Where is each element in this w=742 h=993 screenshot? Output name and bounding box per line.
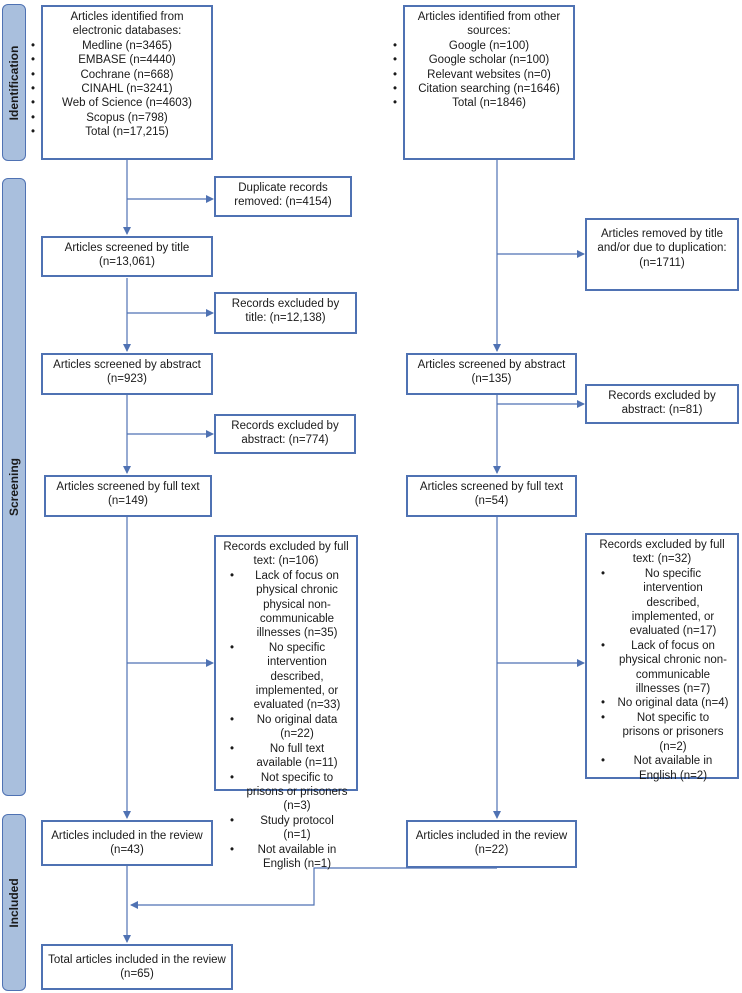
box-r-excluded-abstract: Records excluded by abstract: (n=81) (585, 384, 739, 424)
list-item: CINAHL (n=3241) (31, 82, 207, 97)
list-item: Cochrane (n=668) (31, 68, 207, 83)
databases-list: Medline (n=3465) EMBASE (n=4440) Cochran… (31, 39, 207, 140)
box-electronic-databases: Articles identified from electronic data… (31, 5, 213, 160)
list-item: Relevant websites (n=0) (393, 68, 569, 83)
list-item: Lack of focus on physical chronic non-co… (601, 639, 729, 697)
box-screened-full-text: Articles screened by full text (n=149) (44, 475, 212, 517)
other-sources-title: Articles identified from other sources: (417, 11, 561, 38)
r-excluded-full-list: No specific intervention described, impl… (591, 567, 733, 783)
list-item: Total (n=17,215) (31, 125, 207, 140)
box-excluded-abstract: Records excluded by abstract: (n=774) (214, 414, 356, 454)
list-item: Lack of focus on physical chronic physic… (230, 569, 348, 641)
box-included-left: Articles included in the review (n=43) (41, 820, 213, 866)
list-item: No original data (n=22) (230, 713, 348, 742)
list-item: Medline (n=3465) (31, 39, 207, 54)
r-screened-abstract-text: Articles screened by abstract (n=135) (417, 359, 566, 386)
list-item: Not specific to prisons or prisoners (n=… (230, 771, 348, 814)
list-item: No original data (n=4) (601, 696, 729, 711)
box-duplicates-removed: Duplicate records removed: (n=4154) (214, 176, 352, 217)
included-left-text: Articles included in the review (n=43) (51, 830, 203, 857)
list-item: No full text available (n=11) (230, 742, 348, 771)
excluded-full-title: Records excluded by full text: (n=106) (223, 541, 349, 568)
r-excluded-abstract-text: Records excluded by abstract: (n=81) (608, 390, 716, 417)
box-screened-abstract: Articles screened by abstract (n=923) (41, 353, 213, 395)
phase-screening-label: Screening (7, 457, 21, 517)
list-item: Google scholar (n=100) (393, 53, 569, 68)
box-r-screened-abstract: Articles screened by abstract (n=135) (406, 353, 577, 395)
phase-screening: Screening (2, 178, 26, 796)
excluded-title-text: Records excluded by title: (n=12,138) (231, 298, 340, 325)
list-item: Scopus (n=798) (31, 111, 207, 126)
arrow-right-to-total (130, 867, 497, 909)
list-item: Google (n=100) (393, 39, 569, 54)
box-removed-duplication: Articles removed by title and/or due to … (585, 218, 739, 291)
excluded-abstract-text: Records excluded by abstract: (n=774) (231, 420, 339, 447)
screened-full-text-text: Articles screened by full text (n=149) (56, 481, 200, 508)
duplicates-text: Duplicate records removed: (n=4154) (234, 182, 332, 209)
r-screened-full-text-text: Articles screened by full text (n=54) (419, 481, 564, 508)
box-total-included: Total articles included in the review (n… (41, 944, 233, 990)
box-r-screened-full-text: Articles screened by full text (n=54) (406, 475, 577, 517)
list-item: Not specific to prisons or prisoners (n=… (601, 711, 729, 754)
r-excluded-full-title: Records excluded by full text: (n=32) (599, 539, 725, 566)
excluded-full-list: Lack of focus on physical chronic physic… (220, 569, 352, 872)
list-item: No specific intervention described, impl… (601, 567, 729, 639)
list-item: Study protocol (n=1) (230, 814, 348, 843)
list-item: Web of Science (n=4603) (31, 96, 207, 111)
box-excluded-full-text: Records excluded by full text: (n=106) L… (214, 535, 358, 870)
included-right-text: Articles included in the review (n=22) (415, 830, 568, 857)
databases-title: Articles identified from electronic data… (70, 11, 184, 38)
screened-title-text: Articles screened by title (n=13,061) (64, 242, 190, 269)
box-excluded-title: Records excluded by title: (n=12,138) (214, 292, 357, 334)
box-screened-title: Articles screened by title (n=13,061) (41, 236, 213, 277)
phase-identification-label: Identification (7, 45, 21, 120)
list-item: Not available in English (n=1) (230, 843, 348, 872)
phase-included: Included (2, 814, 26, 991)
list-item: No specific intervention described, impl… (230, 641, 348, 713)
list-item: Not available in English (n=2) (601, 754, 729, 783)
box-r-excluded-full-text: Records excluded by full text: (n=32) No… (585, 533, 739, 782)
phase-identification: Identification (2, 4, 26, 161)
box-included-right: Articles included in the review (n=22) (406, 820, 577, 868)
total-included-text: Total articles included in the review (n… (48, 954, 226, 981)
other-sources-list: Google (n=100) Google scholar (n=100) Re… (393, 39, 569, 111)
screened-abstract-text: Articles screened by abstract (n=923) (53, 359, 201, 386)
list-item: Total (n=1846) (393, 96, 569, 111)
phase-included-label: Included (7, 877, 21, 928)
list-item: Citation searching (n=1646) (393, 82, 569, 97)
removed-duplication-text: Articles removed by title and/or due to … (597, 228, 727, 269)
list-item: EMBASE (n=4440) (31, 53, 207, 68)
box-other-sources: Articles identified from other sources: … (393, 5, 575, 160)
